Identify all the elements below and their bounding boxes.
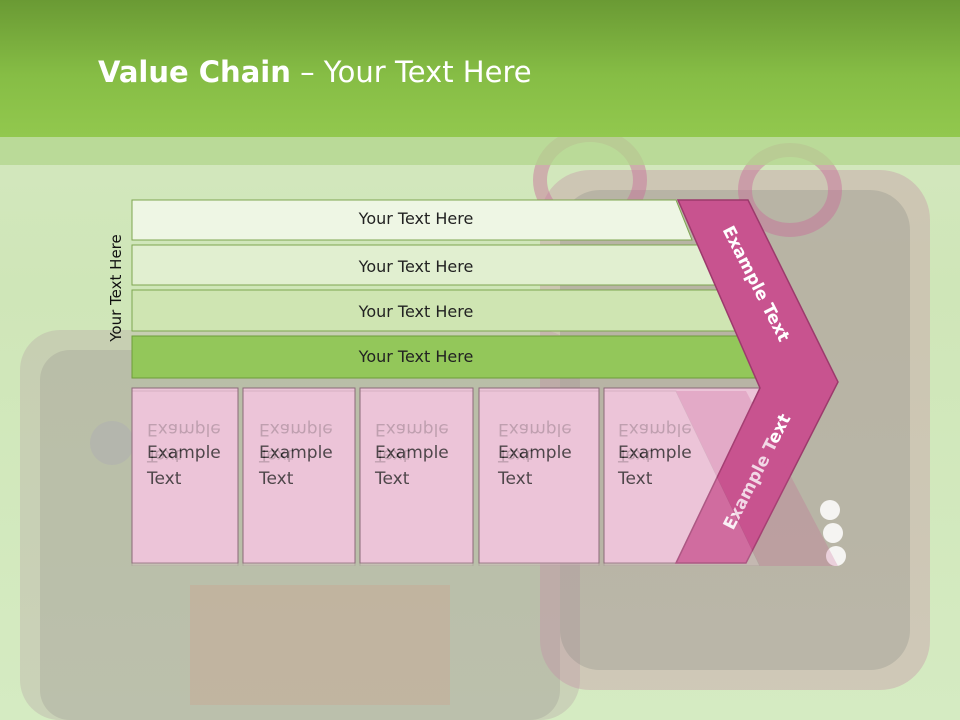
cell-text-2-line2: Text: [259, 469, 294, 489]
row-label-4: Your Text Here: [358, 347, 474, 366]
cell-text-3-line1: Example: [375, 443, 449, 463]
slide-title: Value Chain – Your Text Here: [98, 55, 532, 89]
cell-4: [478, 387, 600, 564]
cell-text-5-line2: Text: [618, 469, 653, 489]
cell-3: [359, 387, 474, 564]
header-band: [0, 137, 960, 165]
cell-2: [242, 387, 356, 564]
title-bold: Value Chain: [98, 55, 291, 89]
cell-1: [131, 387, 239, 564]
cell-text-4-line1: Example: [498, 443, 572, 463]
cell-text-5-line1: Example: [618, 443, 692, 463]
cell-text-3-line2: Text: [375, 469, 410, 489]
chevron-arrow: [674, 199, 839, 564]
row-label-1: Your Text Here: [358, 209, 474, 228]
row-bar-1: [131, 199, 693, 241]
row-label-2: Your Text Here: [358, 257, 474, 276]
cell-text-4-line2: Text: [498, 469, 533, 489]
cell-text-1-line1: Example: [147, 443, 221, 463]
cell-text-2-line1: Example: [259, 443, 333, 463]
header-bar: [0, 0, 960, 137]
cell-text-1-line2: Text: [147, 469, 182, 489]
row-label-3: Your Text Here: [358, 302, 474, 321]
title-rest: – Your Text Here: [290, 55, 532, 89]
